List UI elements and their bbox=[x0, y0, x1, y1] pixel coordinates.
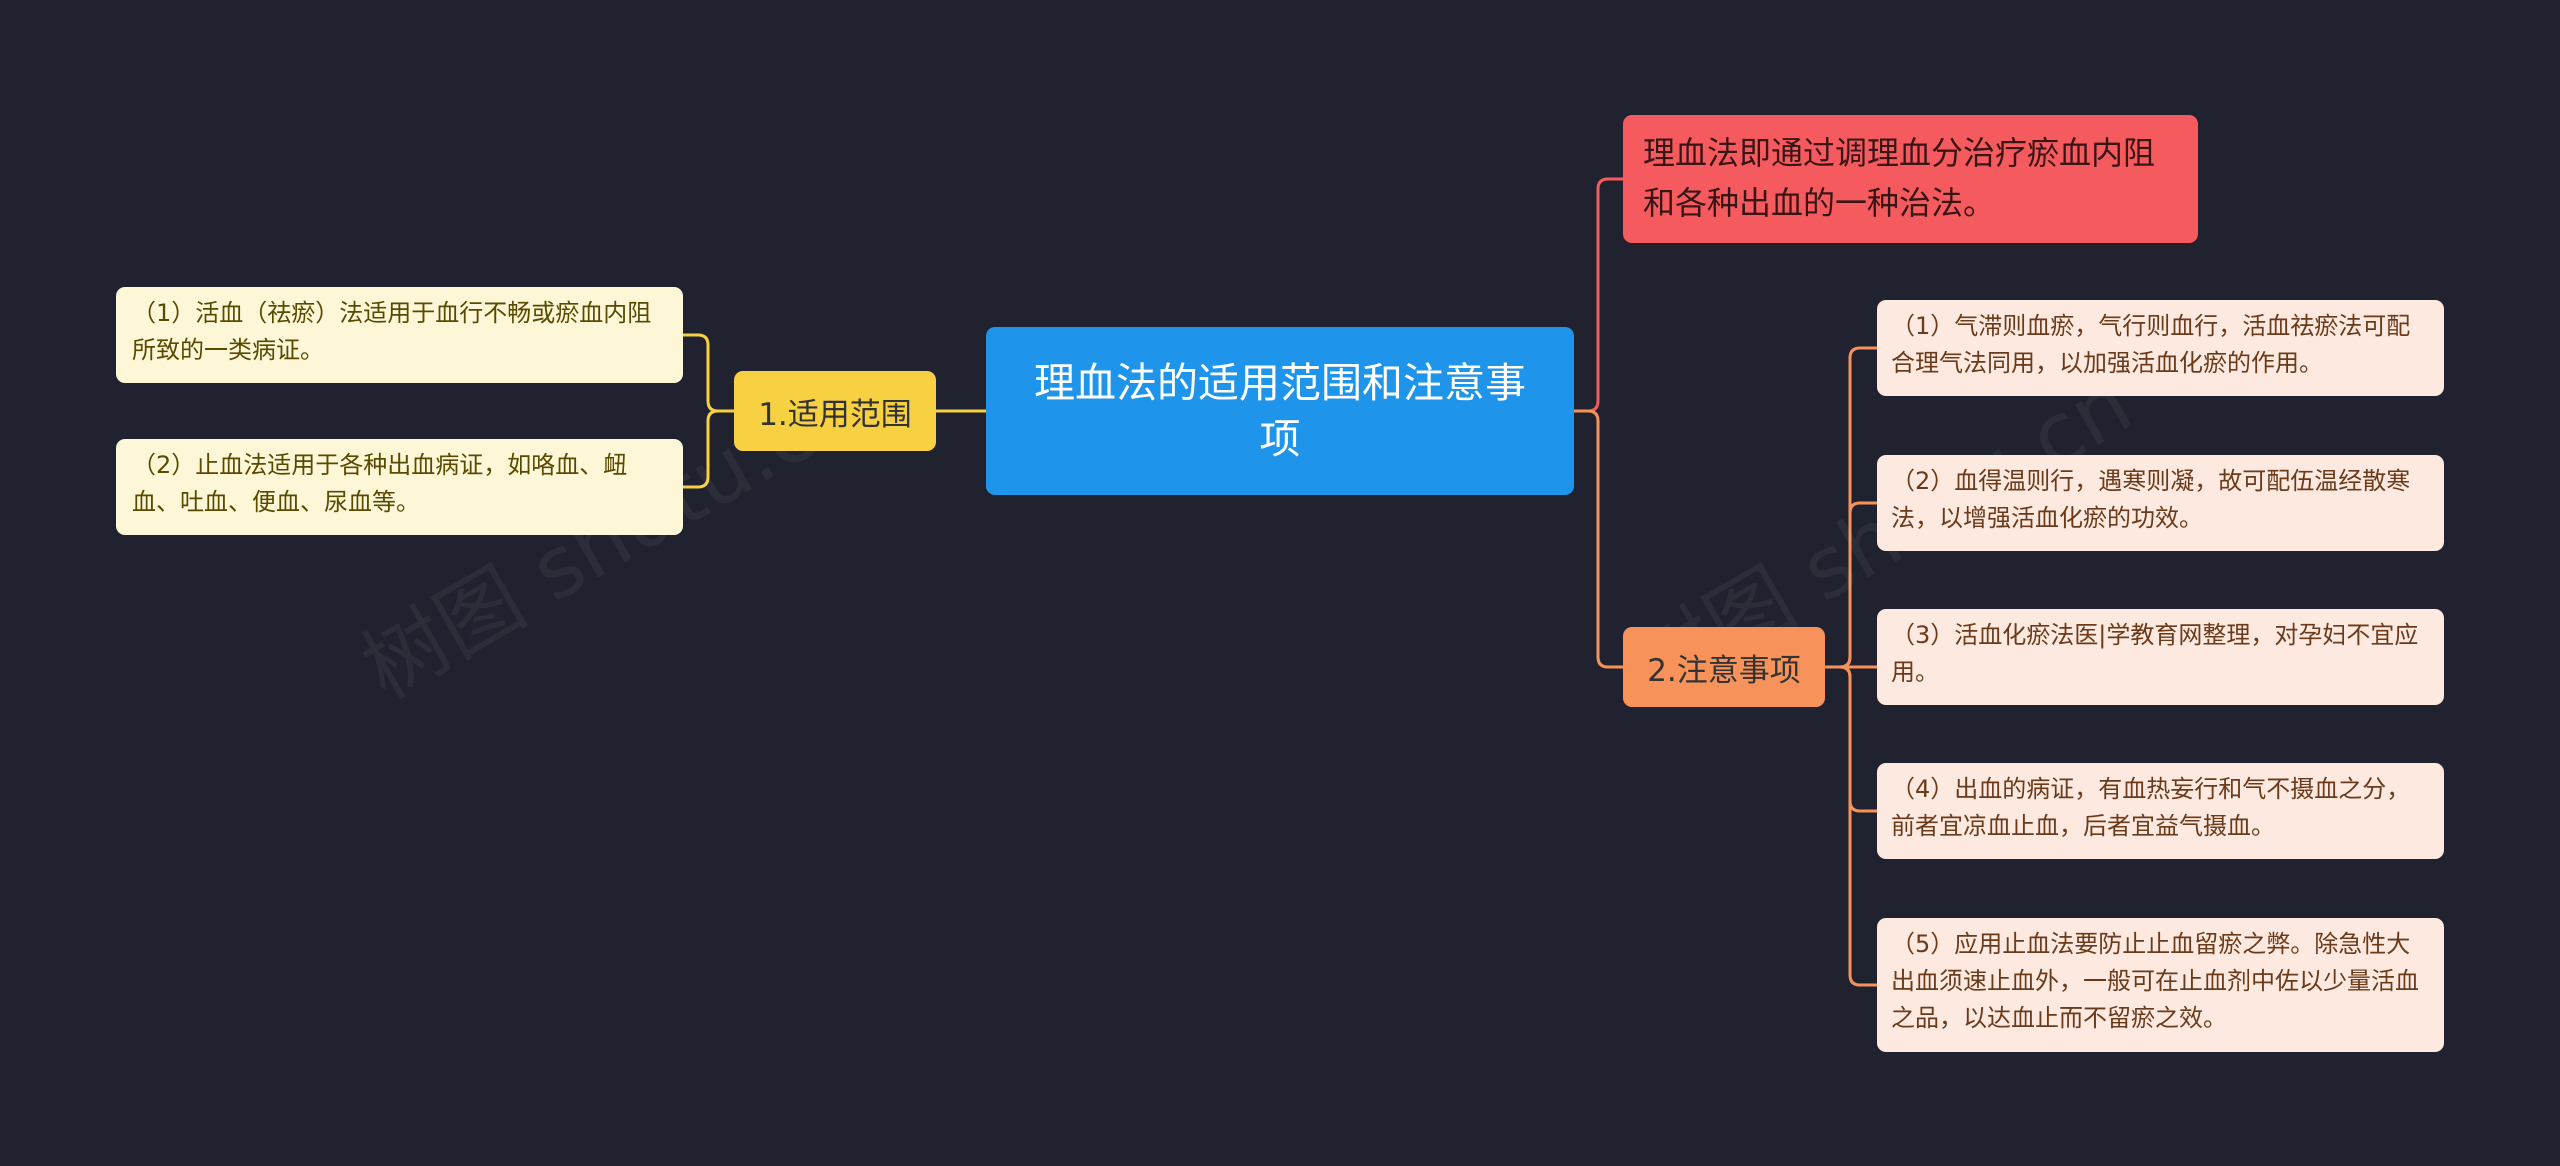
connector-branch-1-to-item-2 bbox=[683, 409, 734, 489]
branch-precautions-label: 2.注意事项 bbox=[1647, 652, 1801, 689]
precaution-item-3[interactable]: （3）活血化瘀法医|学教育网整理，对孕妇不宜应用。 bbox=[1877, 609, 2444, 705]
branch-scope-label: 1.适用范围 bbox=[758, 396, 912, 433]
branch-scope[interactable]: 1.适用范围 bbox=[734, 371, 936, 451]
definition-text: 理血法即通过调理血分治疗瘀血内阻和各种出血的一种治法。 bbox=[1643, 134, 2156, 222]
precaution-item-2-text: （2）血得温则行，遇寒则凝，故可配伍温经散寒法，以增强活血化瘀的功效。 bbox=[1891, 467, 2411, 532]
connector-branch-2-to-item-5 bbox=[1825, 665, 1877, 987]
connector-root-to-definition bbox=[1574, 177, 1623, 413]
root-topic[interactable]: 理血法的适用范围和注意事项 bbox=[986, 327, 1574, 495]
scope-item-1[interactable]: （1）活血（祛瘀）法适用于血行不畅或瘀血内阻所致的一类病证。 bbox=[116, 287, 683, 383]
precaution-item-4[interactable]: （4）出血的病证，有血热妄行和气不摄血之分，前者宜凉血止血，后者宜益气摄血。 bbox=[1877, 763, 2444, 859]
definition-node[interactable]: 理血法即通过调理血分治疗瘀血内阻和各种出血的一种治法。 bbox=[1623, 115, 2198, 243]
connector-branch-1-to-item-1 bbox=[683, 333, 734, 413]
connector-branch-2-to-item-2 bbox=[1825, 501, 1877, 669]
connector-root-to-branch-2 bbox=[1574, 409, 1623, 669]
precaution-item-2[interactable]: （2）血得温则行，遇寒则凝，故可配伍温经散寒法，以增强活血化瘀的功效。 bbox=[1877, 455, 2444, 551]
precaution-item-3-text: （3）活血化瘀法医|学教育网整理，对孕妇不宜应用。 bbox=[1891, 621, 2419, 686]
precaution-item-5-text: （5）应用止血法要防止止血留瘀之弊。除急性大出血须速止血外，一般可在止血剂中佐以… bbox=[1891, 930, 2419, 1032]
scope-item-2[interactable]: （2）止血法适用于各种出血病证，如咯血、衄血、吐血、便血、尿血等。 bbox=[116, 439, 683, 535]
root-topic-label: 理血法的适用范围和注意事项 bbox=[1034, 359, 1526, 463]
branch-precautions[interactable]: 2.注意事项 bbox=[1623, 627, 1825, 707]
scope-item-1-text: （1）活血（祛瘀）法适用于血行不畅或瘀血内阻所致的一类病证。 bbox=[132, 299, 652, 364]
precaution-item-1-text: （1）气滞则血瘀，气行则血行，活血祛瘀法可配合理气法同用，以加强活血化瘀的作用。 bbox=[1891, 312, 2411, 377]
precaution-item-1[interactable]: （1）气滞则血瘀，气行则血行，活血祛瘀法可配合理气法同用，以加强活血化瘀的作用。 bbox=[1877, 300, 2444, 396]
precaution-item-4-text: （4）出血的病证，有血热妄行和气不摄血之分，前者宜凉血止血，后者宜益气摄血。 bbox=[1891, 775, 2411, 840]
precaution-item-5[interactable]: （5）应用止血法要防止止血留瘀之弊。除急性大出血须速止血外，一般可在止血剂中佐以… bbox=[1877, 918, 2444, 1052]
scope-item-2-text: （2）止血法适用于各种出血病证，如咯血、衄血、吐血、便血、尿血等。 bbox=[132, 451, 628, 516]
